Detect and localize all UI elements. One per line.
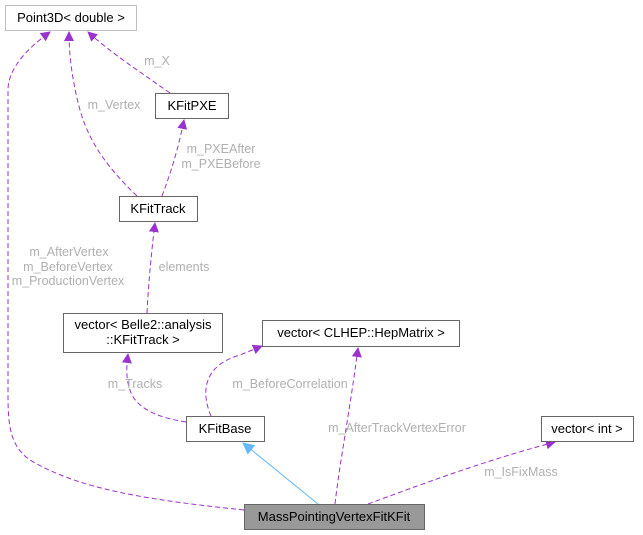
label-pxe-before: m_PXEBefore bbox=[181, 157, 260, 171]
node-kfittrack-label: KFitTrack bbox=[130, 201, 186, 216]
label-m-vertex: m_Vertex bbox=[88, 98, 142, 112]
node-vector-hepmatrix-label: vector< CLHEP::HepMatrix > bbox=[277, 325, 445, 340]
label-before-correlation: m_BeforeCorrelation bbox=[232, 377, 347, 391]
node-point3d[interactable]: Point3D< double > bbox=[5, 5, 137, 31]
edge-tracks bbox=[121, 353, 187, 423]
edge-m-vertex bbox=[64, 31, 138, 197]
node-vector-kfittrack[interactable]: vector< Belle2::analysis ::KFitTrack > bbox=[63, 313, 223, 353]
node-kfitbase-label: KFitBase bbox=[199, 421, 252, 436]
node-masspointingvertexfitkfit: MassPointingVertexFitKFit bbox=[244, 504, 425, 530]
label-m-x: m_X bbox=[144, 54, 170, 68]
node-kfitbase[interactable]: KFitBase bbox=[186, 416, 265, 442]
label-production-vertex: m_ProductionVertex bbox=[12, 274, 125, 288]
node-kfittrack[interactable]: KFitTrack bbox=[119, 196, 198, 222]
label-pxe-after: m_PXEAfter bbox=[187, 142, 256, 156]
node-masspointingvertexfitkfit-label: MassPointingVertexFitKFit bbox=[258, 509, 411, 524]
node-vector-kfittrack-label-1: vector< Belle2::analysis bbox=[75, 317, 212, 332]
edge-is-fix-mass bbox=[367, 439, 556, 505]
edge-m-x bbox=[87, 31, 171, 94]
edge-inheritance bbox=[242, 442, 319, 505]
edge-elements bbox=[146, 222, 159, 314]
label-before-vertex: m_BeforeVertex bbox=[23, 260, 113, 274]
label-after-track-vertex-error: m_AfterTrackVertexError bbox=[328, 421, 466, 435]
edge-before-correlation bbox=[205, 344, 263, 417]
edge-pxe bbox=[161, 119, 188, 197]
label-elements: elements bbox=[159, 260, 210, 274]
node-vector-int-label: vector< int > bbox=[551, 421, 623, 436]
edge-after-track-vertex-error bbox=[334, 347, 362, 505]
node-kfitpxe-label: KFitPXE bbox=[167, 98, 216, 113]
label-tracks: m_Tracks bbox=[108, 377, 162, 391]
label-is-fix-mass: m_IsFixMass bbox=[484, 465, 558, 479]
node-vector-int[interactable]: vector< int > bbox=[541, 416, 634, 442]
label-after-vertex: m_AfterVertex bbox=[29, 245, 109, 259]
node-vector-kfittrack-label-2: ::KFitTrack > bbox=[106, 332, 180, 347]
node-vector-hepmatrix[interactable]: vector< CLHEP::HepMatrix > bbox=[262, 320, 460, 347]
node-kfitpxe[interactable]: KFitPXE bbox=[155, 93, 229, 119]
node-point3d-label: Point3D< double > bbox=[17, 10, 125, 25]
edge-vertices bbox=[7, 31, 245, 511]
